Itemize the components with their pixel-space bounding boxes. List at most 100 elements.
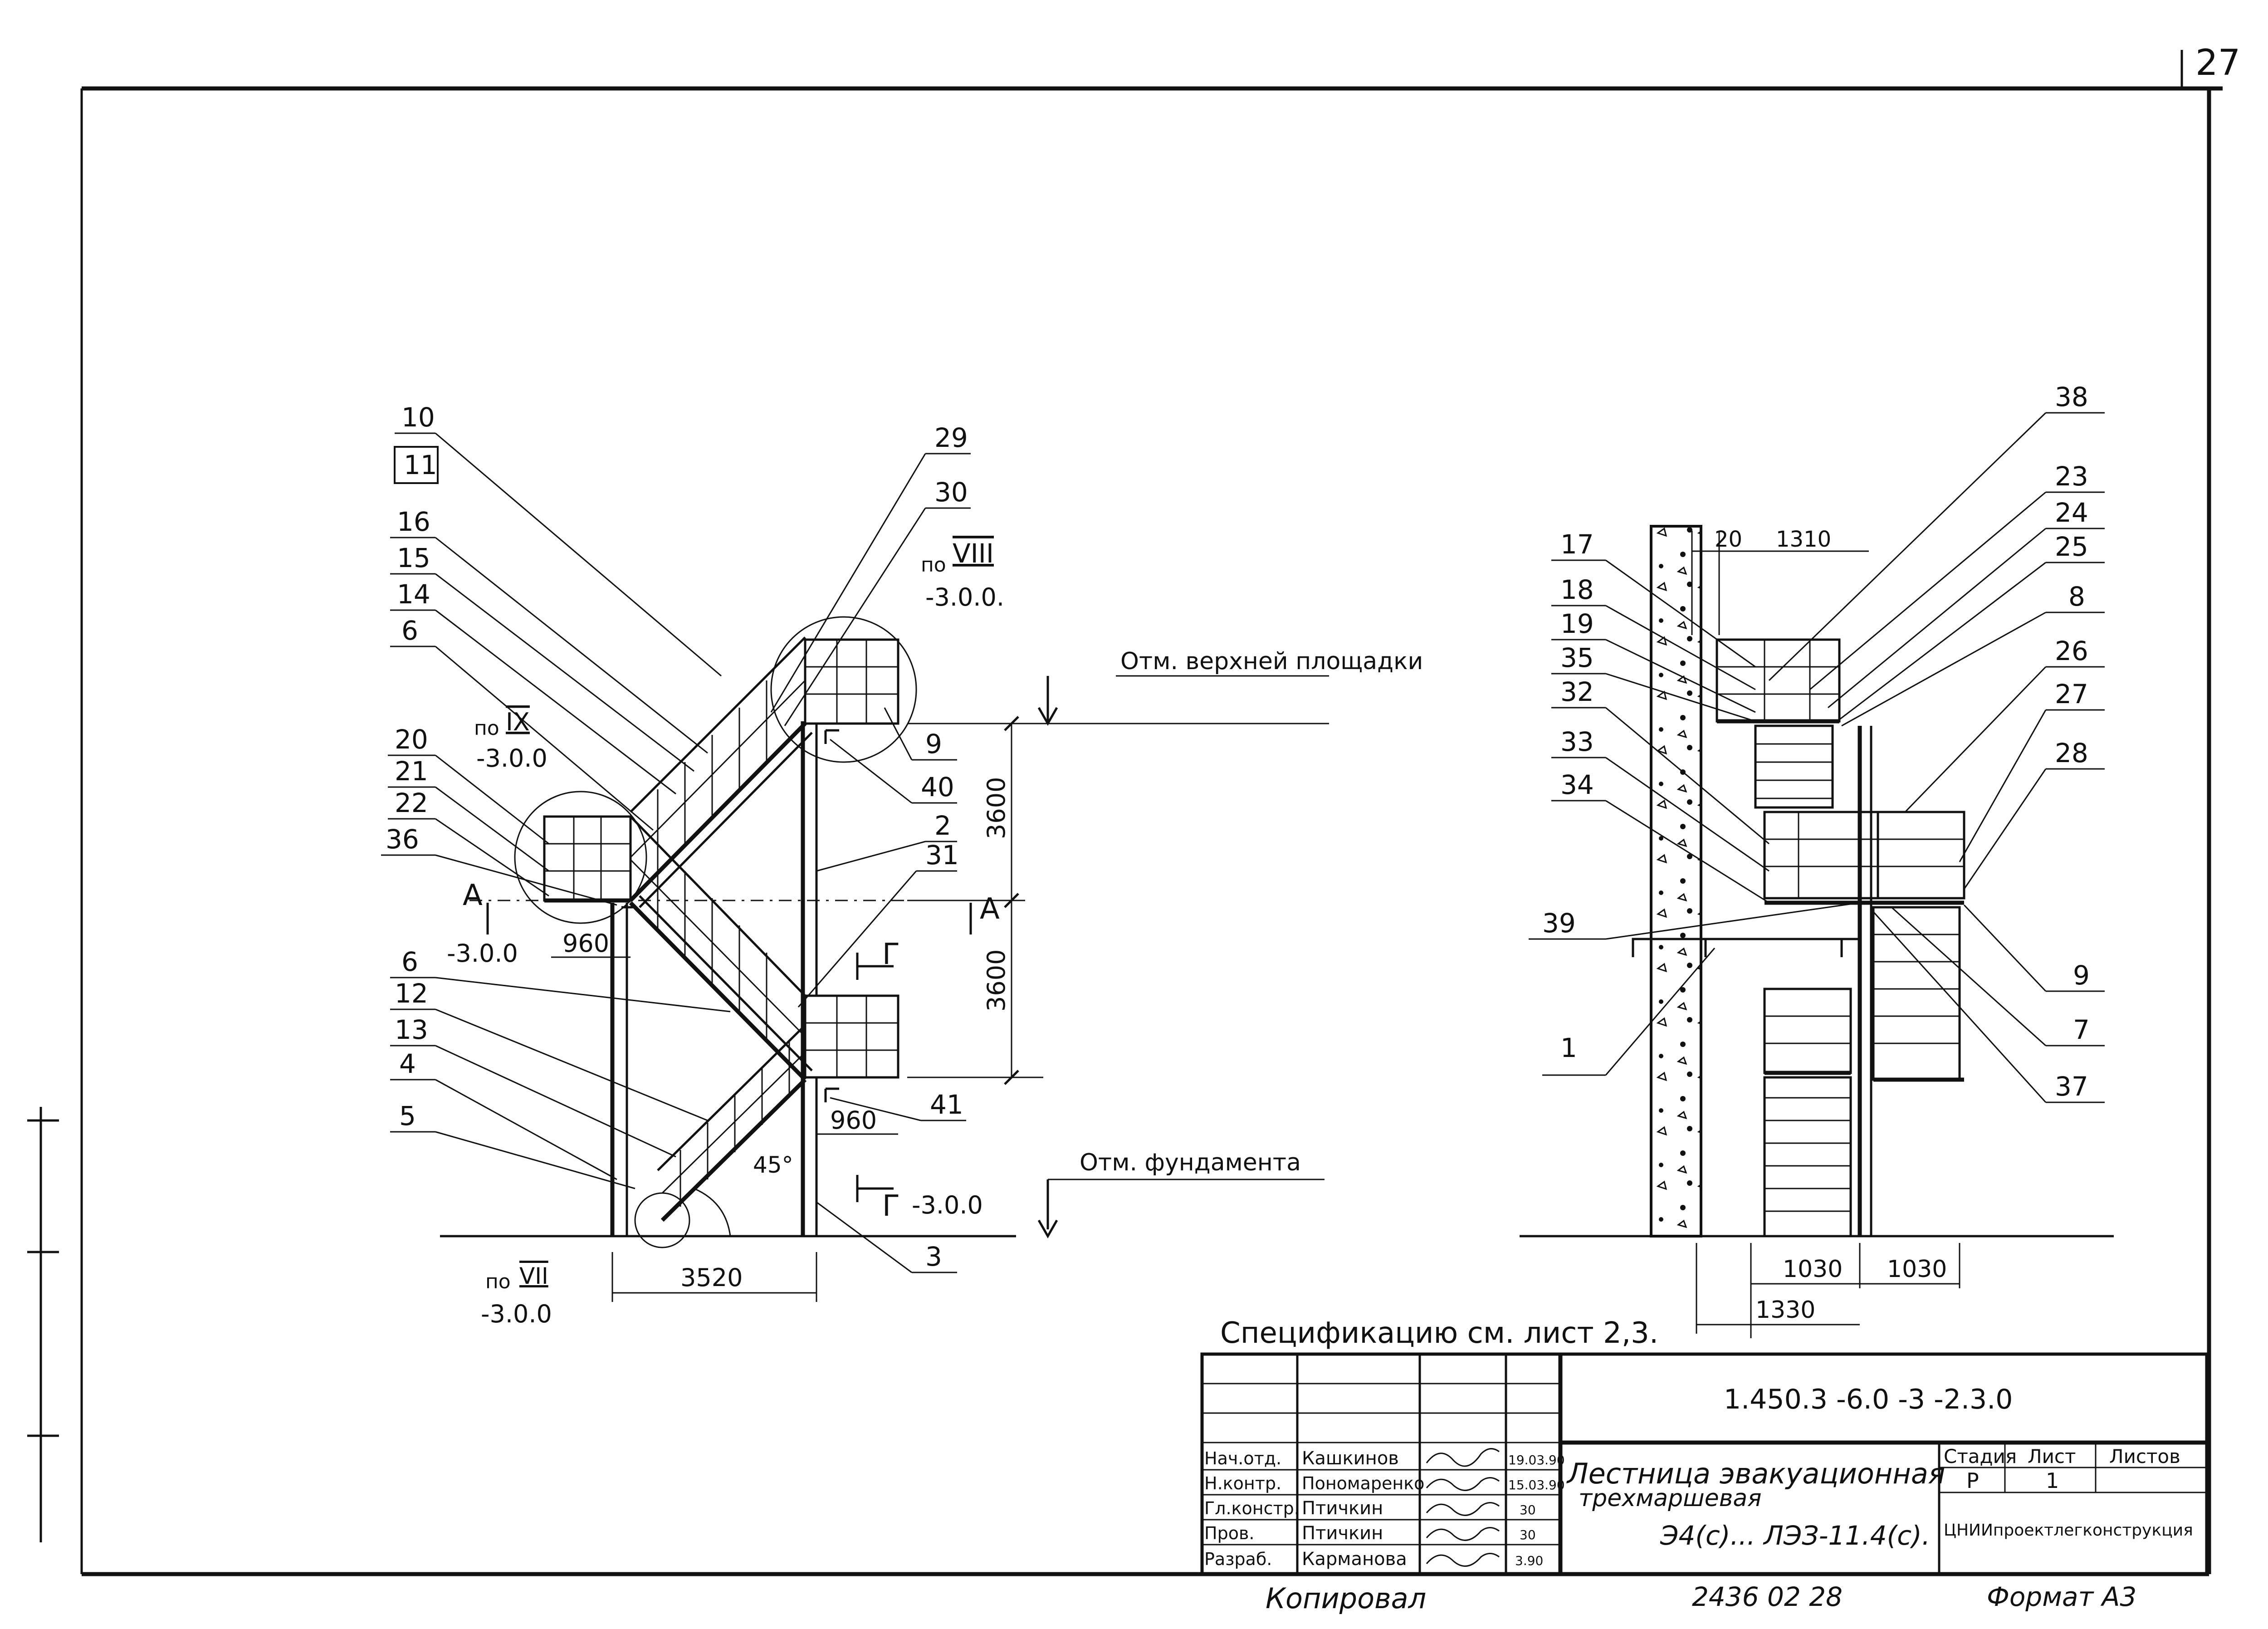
sheet-frame bbox=[27, 50, 2223, 1576]
callout: 6 bbox=[390, 946, 731, 1013]
page-number: 27 bbox=[2195, 43, 2240, 83]
archive-number: 2436 02 28 bbox=[1692, 1581, 1843, 1612]
format-label: Формат А3 bbox=[1987, 1581, 2136, 1612]
svg-text:2: 2 bbox=[934, 810, 951, 841]
side-view-callouts-left: 17 18 19 35 32 33 34 39 1 bbox=[1529, 529, 1860, 1076]
dimension-label: 3600 bbox=[982, 777, 1011, 839]
level-foundation-label: Отм. фундамента bbox=[1080, 1149, 1301, 1176]
svg-text:16: 16 bbox=[397, 506, 430, 537]
svg-text:10: 10 bbox=[401, 402, 435, 433]
callout: 35 bbox=[1551, 642, 1756, 722]
dimension-label: 1330 bbox=[1755, 1296, 1815, 1324]
svg-text:Нач.отд.: Нач.отд. bbox=[1204, 1448, 1281, 1468]
svg-text:38: 38 bbox=[2055, 382, 2088, 412]
callout: 29 bbox=[770, 422, 971, 713]
stage-header: Стадия bbox=[1944, 1445, 2017, 1468]
angle-arc bbox=[694, 1188, 731, 1237]
svg-text:7: 7 bbox=[2073, 1014, 2090, 1045]
callout: 18 bbox=[1551, 574, 1756, 690]
signature-row: Разраб. Карманова 3.90 bbox=[1204, 1549, 1543, 1570]
callout: 16 bbox=[390, 506, 708, 754]
svg-text:3: 3 bbox=[925, 1241, 942, 1272]
side-view-dimensions: 20 1310 1030 1030 1330 bbox=[1691, 527, 1960, 1338]
svg-text:13: 13 bbox=[395, 1014, 428, 1045]
section-a-sheet: -3.0.0 bbox=[447, 939, 518, 968]
svg-text:Кашкинов: Кашкинов bbox=[1302, 1448, 1399, 1469]
svg-text:4: 4 bbox=[399, 1048, 416, 1079]
callout: 27 bbox=[1959, 679, 2105, 862]
detail-ref-prefix: по bbox=[921, 553, 946, 577]
dimension-label: 3600 bbox=[982, 949, 1011, 1012]
svg-text:40: 40 bbox=[921, 772, 954, 802]
svg-text:26: 26 bbox=[2055, 636, 2088, 666]
callout: 40 bbox=[830, 739, 957, 804]
svg-text:9: 9 bbox=[2073, 960, 2090, 991]
middle-flight bbox=[629, 816, 813, 1081]
svg-text:Карманова: Карманова bbox=[1302, 1549, 1407, 1570]
detail-ref-roman: VIII bbox=[953, 538, 994, 569]
spec-note: Спецификацию см. лист 2,3. bbox=[1220, 1316, 1658, 1350]
stage-value: Р bbox=[1966, 1468, 1979, 1493]
signature-row: Н.контр. Пономаренко 15.03.90 bbox=[1204, 1473, 1565, 1493]
dimension-label: 960 bbox=[562, 929, 609, 958]
elevation-dimensions: 3600 3600 960 960 3520 45° Отм. верхней … bbox=[551, 648, 1423, 1302]
svg-text:39: 39 bbox=[1542, 908, 1576, 939]
svg-text:15: 15 bbox=[397, 543, 430, 573]
detail-circle-ix bbox=[514, 791, 647, 924]
svg-text:37: 37 bbox=[2055, 1071, 2088, 1102]
svg-text:6: 6 bbox=[401, 946, 418, 977]
svg-text:Разраб.: Разраб. bbox=[1204, 1549, 1272, 1569]
callout: 9 bbox=[1963, 904, 2105, 992]
callout: 7 bbox=[1891, 906, 2105, 1047]
callout: 26 bbox=[1904, 636, 2105, 813]
svg-text:30: 30 bbox=[1520, 1527, 1536, 1542]
svg-text:15.03.90: 15.03.90 bbox=[1508, 1477, 1565, 1492]
callout: 28 bbox=[1963, 738, 2105, 890]
svg-text:25: 25 bbox=[2055, 531, 2088, 562]
svg-text:22: 22 bbox=[395, 788, 428, 818]
signature-row: Пров. Птичкин 30 bbox=[1204, 1523, 1536, 1544]
callout: 15 bbox=[390, 543, 694, 772]
callout: 38 bbox=[1768, 382, 2105, 681]
callout: 37 bbox=[1872, 911, 2105, 1103]
callout: 6 bbox=[390, 615, 654, 831]
svg-text:Пономаренко: Пономаренко bbox=[1302, 1473, 1424, 1493]
svg-text:6: 6 bbox=[401, 615, 418, 646]
svg-text:19.03.90: 19.03.90 bbox=[1508, 1453, 1565, 1468]
svg-text:9: 9 bbox=[925, 729, 942, 759]
svg-text:34: 34 bbox=[1560, 769, 1594, 800]
detail-ref-sheet: -3.0.0. bbox=[925, 583, 1004, 611]
elevation-section-labels: A -3.0.0 A Г Г -3.0.0 по VIII -3.0.0. по… bbox=[447, 538, 1004, 1328]
callout: 30 bbox=[784, 477, 971, 726]
callout: 5 bbox=[390, 1101, 635, 1189]
copied-by: Копировал bbox=[1266, 1582, 1426, 1615]
section-g-top: Г bbox=[882, 938, 900, 971]
detail-ref-prefix: по bbox=[474, 717, 499, 740]
svg-text:36: 36 bbox=[386, 824, 419, 855]
svg-text:5: 5 bbox=[399, 1101, 416, 1131]
callout: 10 bbox=[395, 402, 722, 677]
callout: 20 bbox=[388, 724, 549, 845]
upper-flight bbox=[629, 636, 813, 908]
sheet-value: 1 bbox=[2046, 1468, 2059, 1493]
svg-text:Н.контр.: Н.контр. bbox=[1204, 1473, 1281, 1493]
title-block: 1.450.3 -6.0 -3 -2.3.0 Лестница эвакуаци… bbox=[1200, 1352, 2209, 1576]
middle-landing bbox=[543, 815, 632, 902]
elevation-callouts-left: 10 11 16 15 14 6 20 21 22 36 6 12 13 4 5 bbox=[381, 402, 731, 1189]
svg-text:33: 33 bbox=[1560, 726, 1594, 757]
svg-text:1: 1 bbox=[1560, 1032, 1577, 1063]
svg-text:3.90: 3.90 bbox=[1515, 1553, 1543, 1568]
upper-landing bbox=[804, 638, 899, 725]
callout: 11 bbox=[394, 446, 439, 484]
callout: 34 bbox=[1551, 769, 1769, 904]
svg-text:14: 14 bbox=[397, 579, 430, 610]
dimension-label: 1310 bbox=[1776, 527, 1831, 552]
signature-row: Гл.констр. Птичкин 30 bbox=[1204, 1498, 1536, 1519]
callout: 33 bbox=[1551, 726, 1769, 872]
callout: 13 bbox=[390, 1014, 676, 1158]
section-g-sheet: -3.0.0 bbox=[912, 1191, 983, 1219]
svg-text:11: 11 bbox=[404, 450, 437, 480]
svg-text:21: 21 bbox=[395, 756, 428, 787]
angle-label: 45° bbox=[753, 1152, 793, 1178]
callout: 1 bbox=[1542, 948, 1716, 1076]
